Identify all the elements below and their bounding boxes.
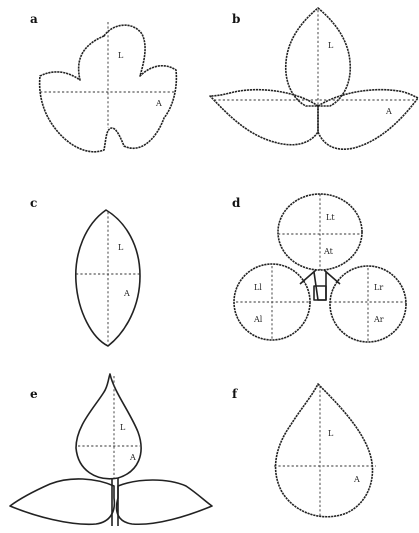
panel-c-A-label: A: [123, 289, 130, 298]
panel-a: a L A: [30, 12, 176, 152]
panel-a-A-label: A: [155, 99, 162, 108]
panel-c: c L A: [30, 196, 140, 346]
panel-d-left-L-label: Ll: [254, 283, 262, 292]
panel-d: d Lt At Ll Al Lr Ar: [232, 194, 406, 342]
panel-d-left-A-label: Al: [253, 315, 263, 324]
panel-b: b L A: [210, 8, 418, 149]
panel-e-L-label: L: [120, 423, 126, 432]
panel-e-left-leaflet: [10, 479, 114, 524]
panel-b-label: b: [232, 12, 240, 26]
panel-f: f L A: [232, 384, 376, 518]
panel-d-label: d: [232, 196, 241, 210]
panel-e-top-leaflet: [76, 374, 141, 479]
panel-b-right-lobe: [318, 90, 418, 150]
panel-d-right-L-label: Lr: [374, 283, 383, 292]
panel-c-label: c: [30, 196, 37, 210]
panel-d-top-L-label: Lt: [326, 213, 335, 222]
panel-b-left-lobe: [210, 90, 318, 145]
panel-e-A-label: A: [129, 453, 136, 462]
panel-f-L-label: L: [328, 429, 334, 438]
panel-d-top-A-label: At: [323, 247, 334, 256]
panel-b-A-label: A: [385, 107, 392, 116]
panel-b-L-label: L: [328, 41, 334, 50]
panel-d-top-leaflet: [278, 194, 362, 270]
panel-f-A-label: A: [353, 475, 360, 484]
panel-f-label: f: [232, 387, 238, 401]
panel-e: e L A: [10, 374, 212, 526]
panel-f-leaf-outline: [276, 384, 373, 517]
panel-e-label: e: [30, 387, 38, 401]
panel-a-L-label: L: [118, 51, 124, 60]
panel-e-right-leaflet: [117, 480, 212, 524]
panel-a-label: a: [30, 12, 38, 26]
panel-d-right-A-label: Ar: [373, 315, 384, 324]
panel-c-L-label: L: [118, 243, 124, 252]
